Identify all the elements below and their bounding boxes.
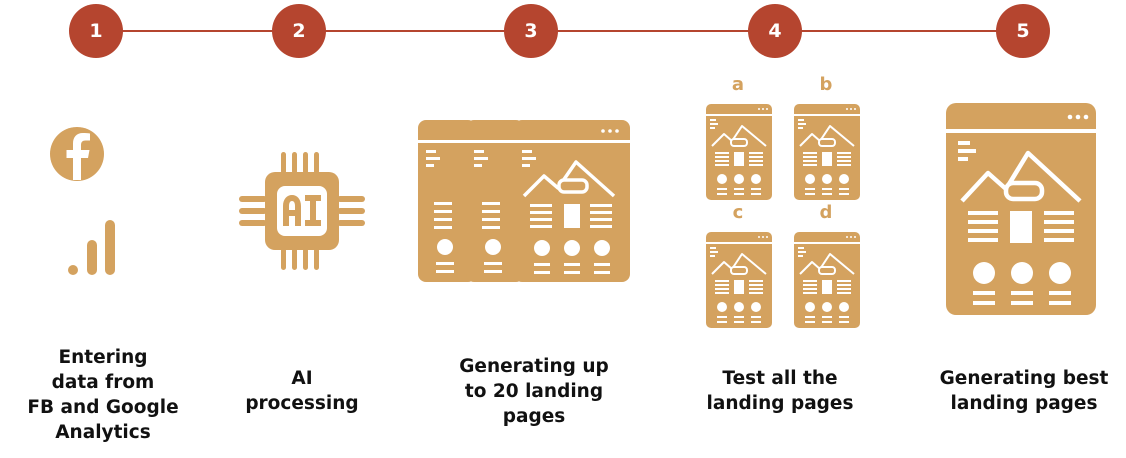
variant-c-label: c (732, 202, 744, 223)
variant-b-label: b (819, 74, 833, 95)
variant-a-label: a (731, 74, 745, 95)
step-1-number: 1 (69, 4, 123, 58)
step-5-caption: Generating best landing pages (939, 368, 1109, 414)
step-5-number: 5 (996, 4, 1050, 58)
best-landing-page-icon (946, 103, 1096, 315)
step-4-number: 4 (748, 4, 802, 58)
step-1-caption: Entering data from FB and Google Analyti… (27, 347, 179, 443)
variant-d-label: d (819, 202, 833, 223)
step-2-caption: AI processing (245, 368, 359, 414)
facebook-and-analytics-icon (50, 127, 115, 275)
step-2-number: 2 (272, 4, 326, 58)
ab-test-pages-icon (706, 104, 861, 328)
step-3-number: 3 (504, 4, 558, 58)
ai-chip-icon (239, 152, 365, 270)
step-3-caption: Generating up to 20 landing pages (459, 356, 609, 427)
multiple-landing-pages-icon (418, 120, 630, 282)
step-4-caption: Test all the landing pages (706, 368, 854, 414)
timeline-connector (96, 30, 1024, 32)
